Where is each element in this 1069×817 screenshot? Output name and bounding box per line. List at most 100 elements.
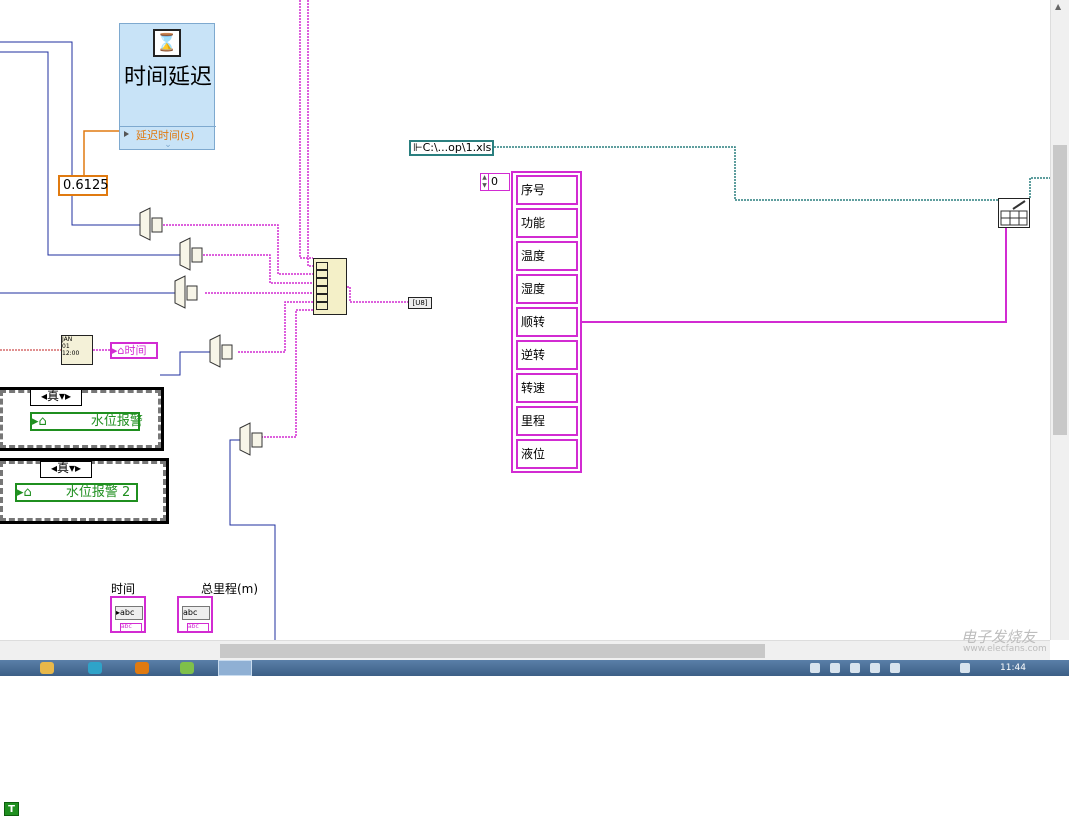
time-local-variable[interactable]: ▸⌂时间	[110, 342, 158, 359]
number-to-string-node	[239, 422, 263, 456]
string-array-constant[interactable]: 序号 功能 温度 湿度 顺转 逆转 转速 里程 液位	[511, 171, 582, 473]
total-mileage-string-control[interactable]: abc abc	[177, 596, 213, 633]
numeric-wire	[160, 351, 210, 376]
string-wire	[258, 309, 313, 438]
input-terminal[interactable]	[316, 270, 328, 278]
array-wire	[582, 228, 1007, 323]
array-element[interactable]: 逆转	[516, 340, 578, 370]
water-alarm-label: 水位报警	[90, 414, 143, 429]
time-string-control[interactable]: ▸abc abc	[110, 596, 146, 633]
case-selector-2[interactable]: ◂真▾▸	[40, 461, 92, 478]
string-wire	[347, 286, 408, 303]
boolean-true-constant[interactable]: T	[4, 802, 19, 816]
case-selector-label: 真	[46, 389, 59, 403]
tray-icon[interactable]	[850, 663, 860, 673]
time-delay-title: 时间延迟	[123, 65, 212, 90]
string-wire	[160, 224, 313, 275]
browser-icon[interactable]	[180, 662, 194, 674]
array-element[interactable]: 功能	[516, 208, 578, 238]
array-element[interactable]: 序号	[516, 175, 578, 205]
numeric-wire	[0, 41, 140, 226]
watermark-brand: 电子发烧友	[961, 628, 1037, 646]
string-wire	[238, 301, 313, 353]
vertical-scrollbar[interactable]: ▲	[1050, 0, 1069, 640]
water-alarm-local-variable[interactable]: ▸⌂ 水位报警	[30, 412, 143, 431]
build-array-node[interactable]	[313, 258, 347, 315]
tray-icon[interactable]	[810, 663, 820, 673]
numeric-wire	[0, 51, 180, 256]
path-wire	[494, 146, 998, 201]
string-type-icon: abc	[120, 623, 142, 632]
array-element[interactable]: 顺转	[516, 307, 578, 337]
number-to-string-node	[174, 275, 198, 309]
app-icon[interactable]	[88, 662, 102, 674]
tray-icon[interactable]	[960, 663, 970, 673]
path-icon: ⊩	[413, 141, 423, 154]
watermark-url: www.elecfans.com	[963, 644, 1047, 654]
scroll-up-icon[interactable]: ▲	[1055, 2, 1062, 11]
input-terminal[interactable]	[316, 262, 328, 270]
case-structure-2[interactable]: ◂真▾▸ ▸⌂ 水位报警 2	[0, 458, 169, 524]
horizontal-scroll-thumb[interactable]	[220, 644, 765, 658]
delay-time-terminal[interactable]: 延迟时间(s)	[136, 129, 195, 142]
array-element[interactable]: 湿度	[516, 274, 578, 304]
string-control-icon: ▸abc	[115, 606, 143, 620]
array-element[interactable]: 温度	[516, 241, 578, 271]
app-icon[interactable]	[135, 662, 149, 674]
qq-icon[interactable]	[40, 662, 54, 674]
spreadsheet-pencil-icon	[1000, 200, 1028, 226]
string-wire	[200, 254, 313, 284]
time-delay-express-vi[interactable]: ⌛ 时间延迟 延迟时间(s) ⌄	[119, 23, 216, 150]
water-alarm-2-local-variable[interactable]: ▸⌂ 水位报警 2	[15, 483, 138, 502]
tray-icon[interactable]	[870, 663, 880, 673]
file-path-constant[interactable]: ⊩C:\...op\1.xls	[409, 140, 494, 156]
expand-chevron-icon[interactable]: ⌄	[164, 140, 172, 150]
u8-array-indicator[interactable]: [U8]	[408, 297, 432, 309]
divider	[120, 126, 216, 127]
index-spinner-icon[interactable]: ▲▼	[481, 174, 489, 190]
input-terminal[interactable]	[316, 302, 328, 310]
string-wire	[299, 0, 313, 259]
tray-icon[interactable]	[830, 663, 840, 673]
write-spreadsheet-node[interactable]	[998, 198, 1030, 228]
case-structure-1[interactable]: ◂真▾▸ T ▸⌂ 水位报警	[0, 387, 164, 816]
watermark: 电子发烧友 www.elecfans.com	[925, 620, 1055, 660]
array-element[interactable]: 液位	[516, 439, 578, 469]
string-wire	[307, 0, 313, 267]
water-alarm-2-label: 水位报警 2	[65, 485, 131, 500]
numeric-constant[interactable]: 0.6125	[58, 175, 109, 196]
array-element[interactable]: 里程	[516, 406, 578, 436]
control-label: 时间	[111, 582, 136, 596]
input-terminal[interactable]	[316, 278, 328, 286]
case-selector-1[interactable]: ◂真▾▸	[30, 389, 82, 406]
case-selector-label: 真	[56, 461, 69, 475]
orange-wire	[83, 130, 120, 175]
array-element[interactable]: 转速	[516, 373, 578, 403]
number-to-string-node	[209, 334, 233, 368]
array-index-display[interactable]: ▲▼0	[480, 173, 510, 191]
number-to-string-node	[139, 207, 163, 241]
path-wire	[1029, 177, 1050, 198]
array-index-value: 0	[491, 175, 498, 188]
input-terminal[interactable]	[316, 286, 328, 294]
file-path-value: C:\...op\1.xls	[422, 141, 492, 154]
wires	[0, 0, 1050, 640]
number-to-string-node	[179, 237, 203, 271]
taskbar[interactable]: 11:44	[0, 660, 1069, 676]
numeric-wire	[229, 439, 276, 640]
string-type-icon: abc	[187, 623, 209, 632]
taskbar-clock[interactable]: 11:44	[1000, 663, 1026, 673]
labview-taskbar-button[interactable]	[218, 660, 252, 676]
vertical-scroll-thumb[interactable]	[1053, 145, 1067, 435]
control-label: 总里程(m)	[201, 582, 259, 596]
time-local-label: 时间	[124, 344, 147, 357]
hourglass-icon: ⌛	[153, 29, 181, 57]
string-control-icon: abc	[182, 606, 210, 620]
input-terminal[interactable]	[316, 294, 328, 302]
tray-icon[interactable]	[890, 663, 900, 673]
horizontal-scrollbar[interactable]	[0, 640, 1050, 660]
terminal-arrow-icon	[124, 131, 129, 137]
